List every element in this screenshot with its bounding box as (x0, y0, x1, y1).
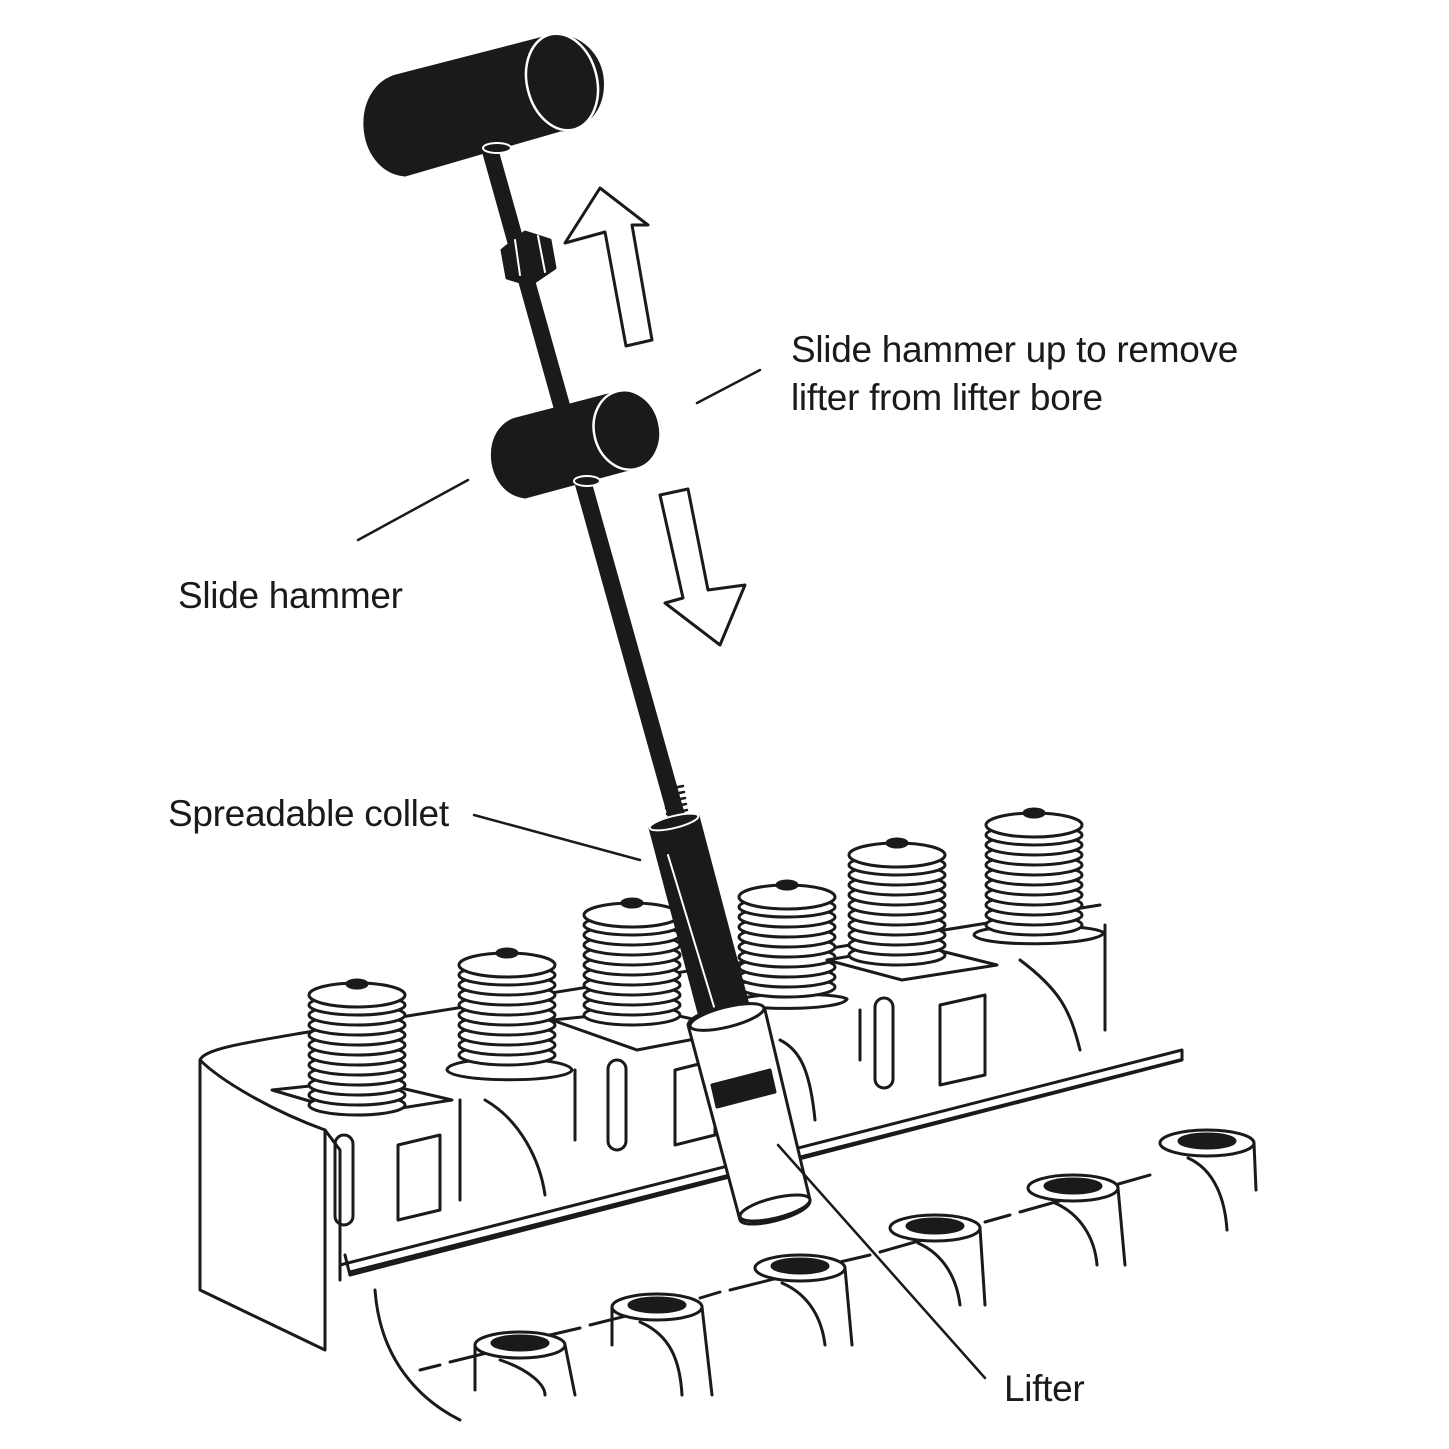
hex-nut (500, 230, 557, 287)
label-slide-hammer: Slide hammer (178, 575, 403, 616)
collet-spring (661, 784, 689, 816)
leader-lines (356, 368, 987, 1380)
valve-spring (270, 978, 454, 1117)
label-slide-up: Slide hammer up to remove lifter from li… (791, 326, 1238, 422)
lifter-bores (418, 1128, 1258, 1397)
block-window (938, 993, 987, 1087)
leader-slide-hammer (356, 478, 470, 542)
lifter-bore (1026, 1173, 1127, 1267)
block-slot (333, 1133, 355, 1227)
block-window (396, 1133, 442, 1222)
valve-spring (825, 837, 999, 982)
valve-spring (550, 897, 744, 1052)
valve-spring (972, 807, 1106, 946)
lifter-bore (610, 1292, 714, 1397)
top-handle-weight (363, 32, 604, 177)
label-lifter: Lifter (1004, 1368, 1085, 1409)
lifter (686, 1002, 812, 1226)
leader-slide-up (695, 368, 762, 405)
slide-hammer-tool (363, 32, 812, 1226)
arrow-down-outline-icon (658, 487, 747, 647)
lifter-bore (473, 1330, 577, 1397)
valve-spring (445, 947, 574, 1082)
label-slide-up-line1: Slide hammer up to remove (791, 329, 1238, 370)
lifter-bore (888, 1213, 987, 1307)
leader-collet (472, 813, 642, 862)
lifter-bore (1158, 1128, 1258, 1232)
leader-lifter (776, 1143, 987, 1380)
arrow-up-outline-icon (563, 186, 654, 348)
lifter-bore (753, 1253, 854, 1347)
label-slide-up-line2: lifter from lifter bore (791, 377, 1103, 418)
block-slot (606, 1058, 628, 1152)
block-slot (873, 996, 895, 1090)
sliding-weight (490, 389, 662, 499)
valve-spring (735, 879, 849, 1010)
spreadable-collet (648, 812, 754, 1034)
label-spreadable-collet: Spreadable collet (168, 793, 449, 834)
